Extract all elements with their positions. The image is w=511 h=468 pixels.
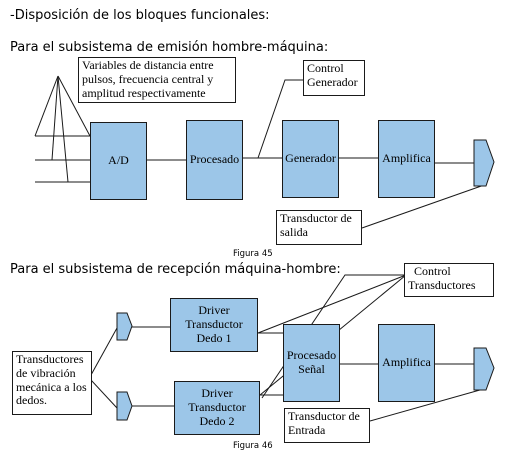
amplifica-block-2: Amplifica (378, 324, 435, 402)
vibracion-note-line: de vibración (16, 365, 76, 380)
vibracion-note-line: Transductores (16, 352, 84, 366)
amplifica-label: Amplifica (382, 151, 431, 166)
receiver-transducer (473, 347, 495, 391)
input-leader (369, 387, 488, 422)
intro-heading: -Disposición de los bloques funcionales: (10, 8, 270, 23)
fig45-caption: Figura 45 (233, 249, 273, 259)
vib-leader (90, 327, 118, 376)
input-transducer-2 (116, 391, 133, 421)
control-transductores-line: Transductores (408, 277, 476, 292)
procesado-senal-block: Procesado Señal (283, 324, 340, 402)
vibracion-note: Transductores de vibración mecánica a lo… (12, 351, 92, 415)
output-transducer (473, 139, 495, 187)
vibracion-note-line: mecánica a los (16, 379, 87, 394)
fig46-heading: Para el subsistema de recepción máquina-… (10, 262, 341, 277)
fan-line (57, 75, 69, 183)
control-generador-note: Control Generador (303, 60, 365, 96)
variables-note-line: amplitud respectivamente (82, 85, 206, 100)
driver1-label-line: Driver (198, 303, 230, 318)
control-transductores-line: Control (414, 264, 451, 278)
transductor-salida-line: salida (280, 224, 308, 239)
driver1-block: Driver Transductor Dedo 1 (170, 298, 258, 352)
driver2-block: Driver Transductor Dedo 2 (174, 381, 260, 435)
procesado-label: Procesado (189, 152, 240, 167)
fan-line (34, 75, 59, 137)
generador-label: Generador (285, 151, 336, 166)
output-leader (361, 183, 488, 229)
transductor-salida-note: Transductor de salida (276, 210, 362, 245)
amplifica-block: Amplifica (378, 120, 435, 198)
driver2-label-line: Transductor (188, 400, 246, 415)
procesado-block: Procesado (186, 120, 243, 200)
transductor-entrada-line: Entrada (288, 422, 326, 437)
vibracion-note-line: dedos. (16, 393, 47, 408)
procesado-senal-line: Señal (298, 362, 325, 376)
control-generador-line: Generador (307, 74, 358, 89)
control-transductores-note: Control Transductores (404, 263, 494, 297)
input-transducer-1 (116, 312, 133, 341)
transductor-entrada-note: Transductor de Entrada (284, 408, 370, 443)
ad-block: A/D (90, 122, 147, 200)
transductor-entrada-line: Transductor de (288, 409, 360, 423)
variables-note-line: Variables de distancia entre (82, 58, 214, 72)
control-leader (257, 79, 304, 159)
fan-line (51, 75, 59, 161)
amplifica-label-2: Amplifica (382, 355, 431, 370)
driver2-label-line: Driver (201, 386, 233, 401)
vib-leader (90, 379, 118, 409)
fan-line (57, 75, 91, 137)
transductor-salida-line: Transductor de (280, 211, 352, 225)
driver1-label-line: Dedo 1 (196, 330, 232, 345)
driver1-label-line: Transductor (185, 317, 243, 332)
variables-note-line: pulsos, frecuencia central y (82, 71, 214, 86)
driver2-label-line: Dedo 2 (199, 413, 235, 428)
control-generador-line: Control (307, 61, 344, 75)
ad-label: A/D (108, 153, 129, 168)
generador-block: Generador (282, 120, 339, 198)
fig46-caption: Figura 46 (233, 441, 273, 451)
fig45-heading: Para el subsistema de emisión hombre-máq… (10, 40, 329, 55)
procesado-senal-line: Procesado (286, 348, 337, 363)
control-leader (257, 274, 407, 334)
variables-note: Variables de distancia entre pulsos, fre… (78, 57, 236, 103)
